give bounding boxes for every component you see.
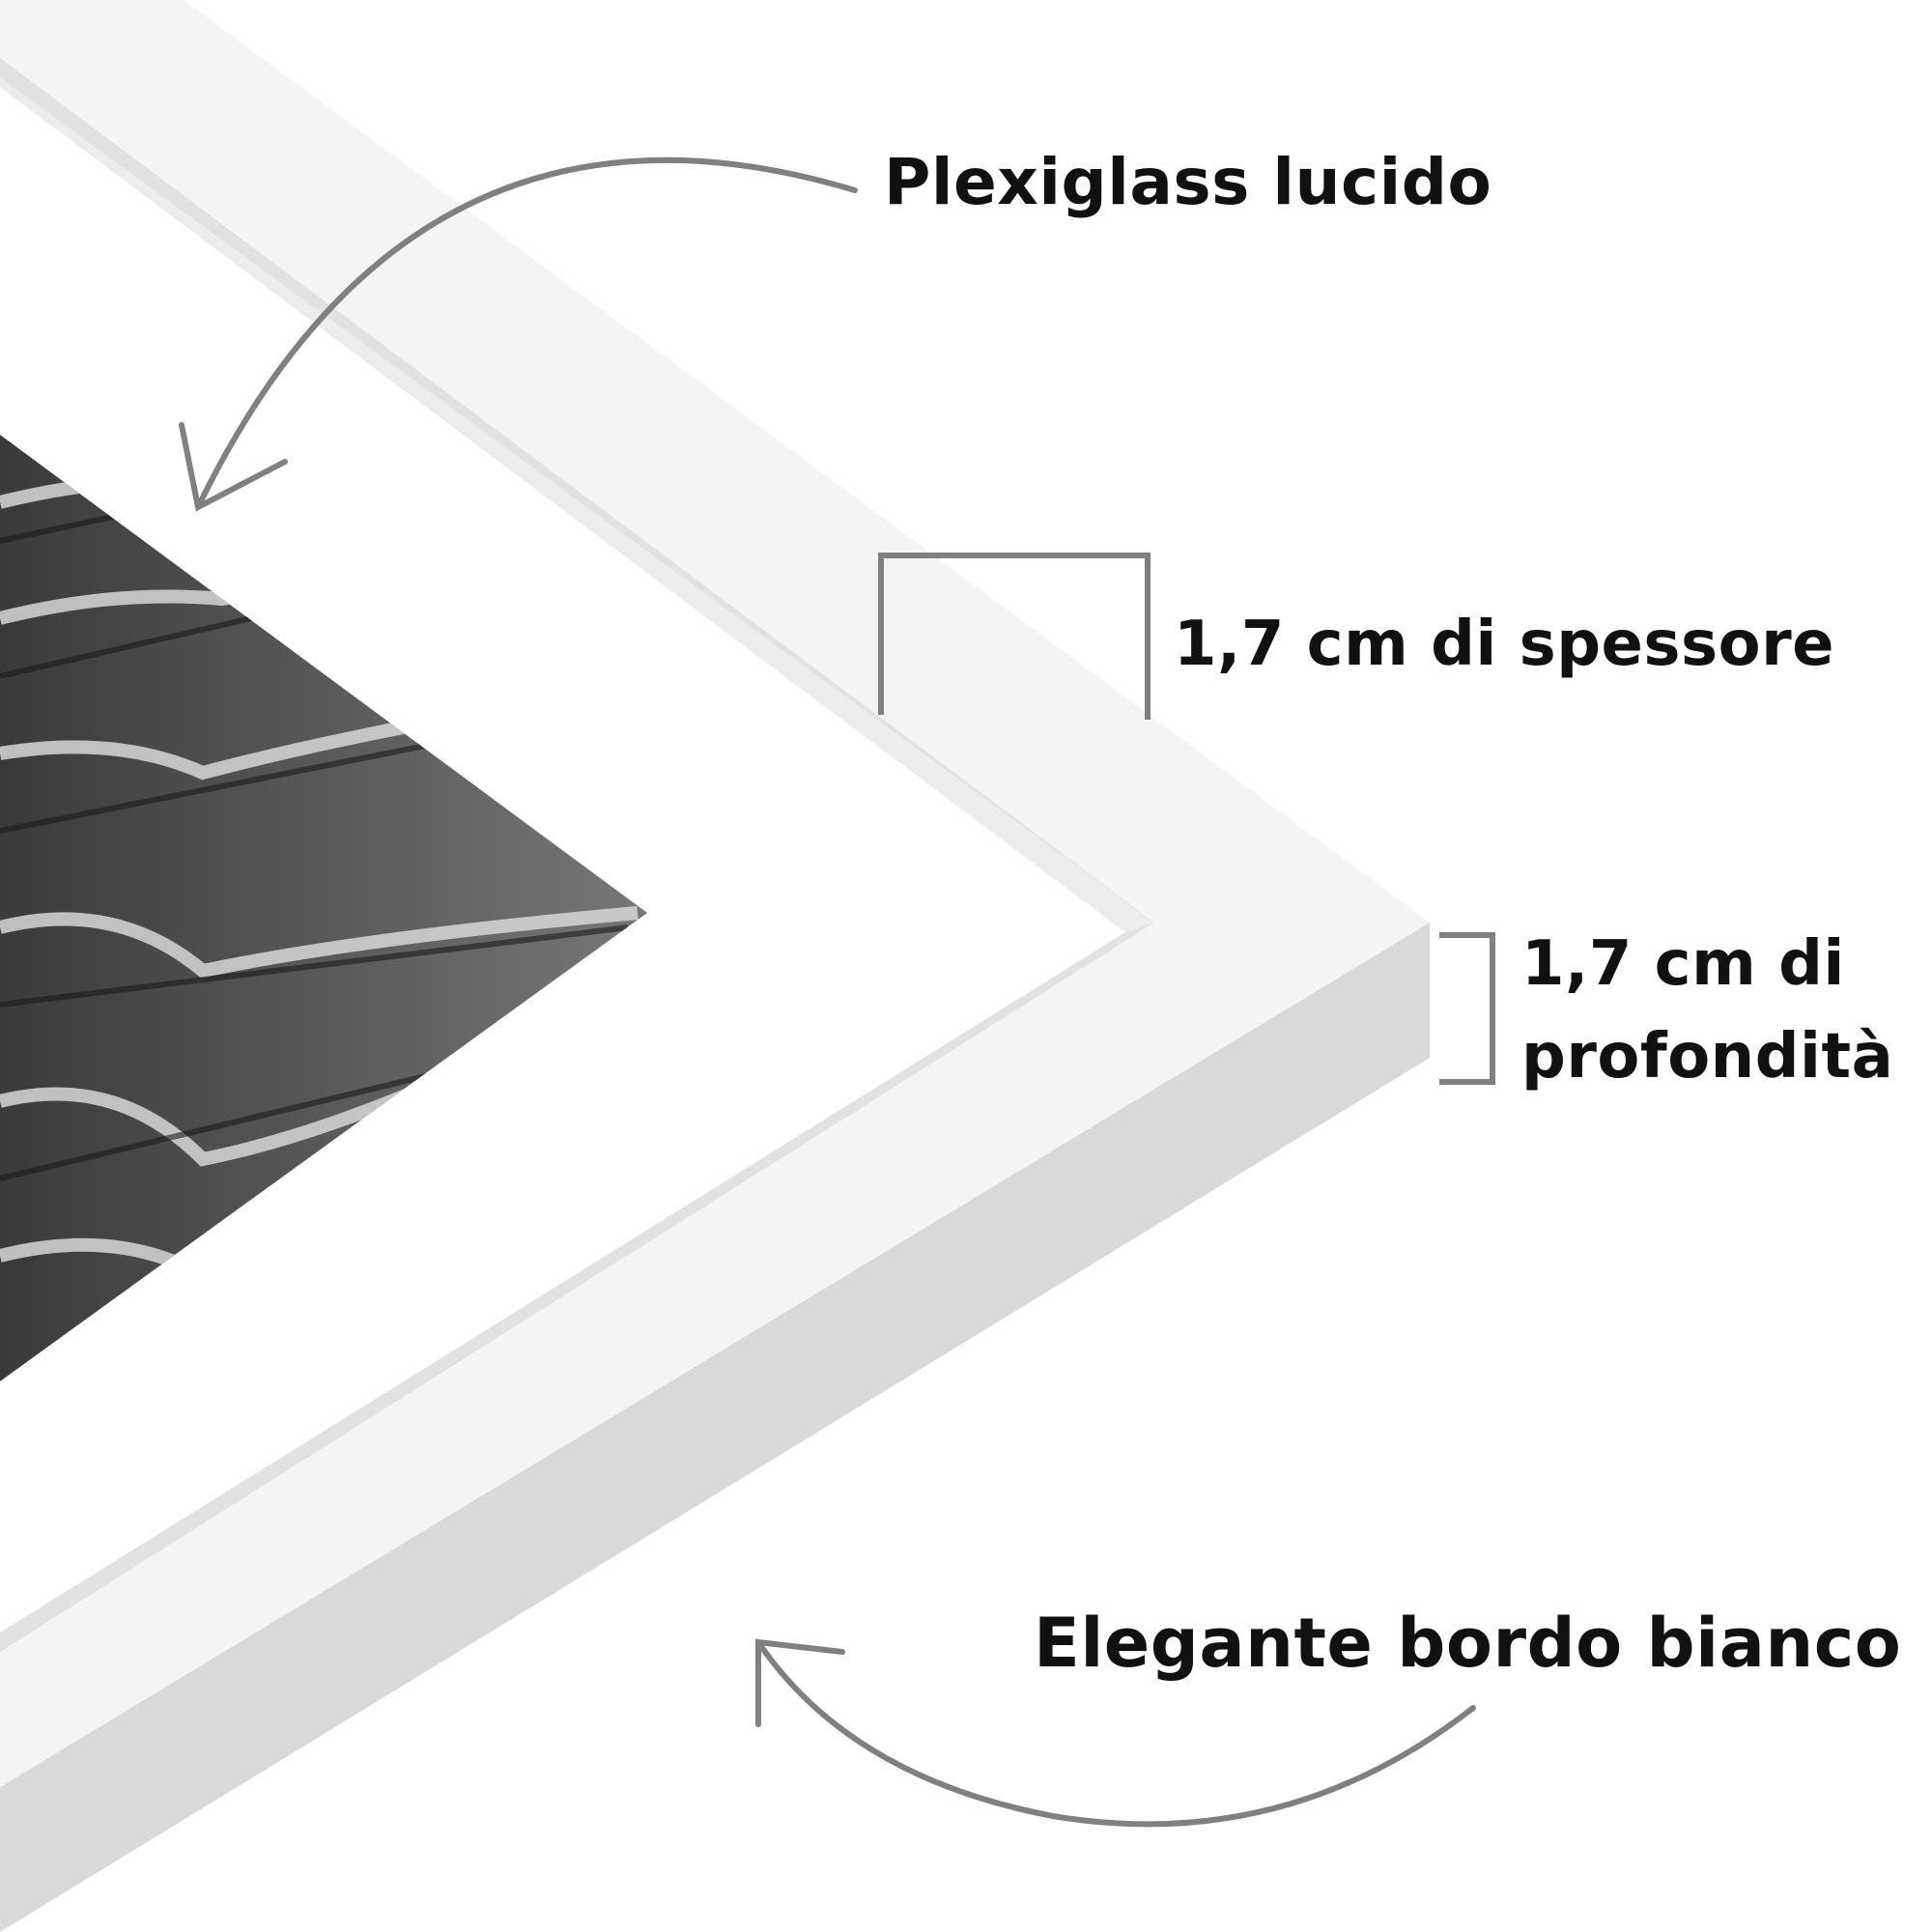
plexiglass-arrow [179, 156, 858, 512]
depth-label: 1,7 cm di profondità [1521, 918, 1893, 1103]
thickness-bracket [878, 553, 1151, 720]
mat-edge-shadow [0, 77, 1154, 932]
thickness-label: 1,7 cm di spessore [1174, 609, 1835, 680]
border-label: Elegante bordo bianco [1034, 1604, 1902, 1683]
depth-label-line1: 1,7 cm di [1521, 928, 1845, 1000]
frame-side [0, 923, 1430, 1932]
plexiglass-label: Plexiglass lucido [884, 145, 1492, 219]
depth-label-line2: profondità [1521, 1021, 1894, 1093]
bordo-arrow [755, 1638, 1476, 1828]
depth-bracket [1439, 932, 1495, 1085]
